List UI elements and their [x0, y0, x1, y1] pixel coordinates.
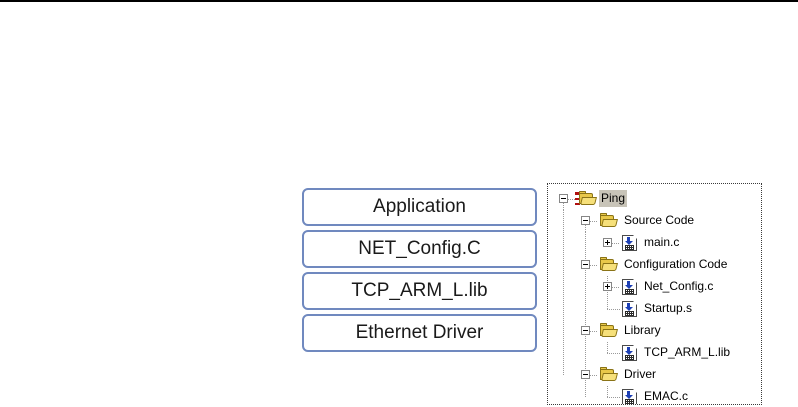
tree-node-label[interactable]: EMAC.c: [644, 389, 689, 403]
tree-guide-line: [590, 375, 598, 376]
source-file-icon: [622, 235, 637, 251]
tree-guide-line: [585, 232, 586, 254]
layer-box-ethernet-driver: Ethernet Driver: [302, 314, 537, 352]
tree-node-label[interactable]: Driver: [624, 367, 656, 381]
tree-row[interactable]: Configuration Code: [554, 254, 761, 276]
tree-node-label[interactable]: Startup.s: [644, 301, 693, 315]
top-divider-rule: [0, 0, 798, 2]
tree-guide-line: [563, 210, 564, 232]
source-file-icon: [622, 389, 637, 404]
tree-node-label[interactable]: main.c: [644, 235, 680, 249]
tree-node-label[interactable]: Library: [624, 323, 661, 337]
tree-node-label[interactable]: Source Code: [624, 213, 695, 227]
tree-guide-line: [563, 199, 564, 210]
tree-expander-expand[interactable]: [603, 282, 612, 291]
tree-guide-line: [590, 221, 598, 222]
tree-guide-line: [585, 342, 586, 364]
tree-guide-line: [607, 353, 620, 354]
tree-guide-line: [563, 254, 564, 276]
tree-expander-expand[interactable]: [603, 238, 612, 247]
tree-guide-line: [563, 276, 564, 298]
tree-expander-collapse[interactable]: [581, 260, 590, 269]
tree-row[interactable]: Library: [554, 320, 761, 342]
tree-guide-line: [590, 331, 598, 332]
tree-guide-line: [607, 309, 620, 310]
folder-open-icon: [600, 323, 618, 338]
layer-label: TCP_ARM_L.lib: [351, 280, 488, 301]
project-workspace-tree[interactable]: Ping Source Code main.c: [547, 183, 762, 405]
tree-guide-line: [563, 364, 564, 375]
tree-guide-line: [563, 342, 564, 364]
tree-guide-line: [563, 232, 564, 254]
tree-guide-line: [563, 298, 564, 320]
tree-guide-line: [607, 386, 608, 397]
layer-label: Application: [373, 196, 466, 217]
software-layer-stack: Application NET_Config.C TCP_ARM_L.lib E…: [302, 188, 537, 352]
source-file-icon: [622, 279, 637, 295]
tree-guide-line: [568, 199, 576, 200]
tree-row[interactable]: Ping: [554, 188, 761, 210]
tree-row[interactable]: EMAC.c: [554, 386, 761, 404]
folder-open-icon: [600, 213, 618, 228]
tree-node-label[interactable]: Net_Config.c: [644, 279, 714, 293]
tree-row[interactable]: Driver: [554, 364, 761, 386]
tree-expander-collapse[interactable]: [581, 326, 590, 335]
tree-guide-line: [585, 386, 586, 397]
tree-guide-line: [607, 298, 608, 309]
tree-row[interactable]: Net_Config.c: [554, 276, 761, 298]
tree-guide-line: [590, 265, 598, 266]
tree-node-label[interactable]: TCP_ARM_L.lib: [644, 345, 731, 359]
layer-label: NET_Config.C: [358, 238, 481, 259]
tree-expander-collapse[interactable]: [581, 370, 590, 379]
tree-row[interactable]: main.c: [554, 232, 761, 254]
tree-expander-collapse[interactable]: [581, 216, 590, 225]
target-folder-icon: [575, 191, 594, 207]
layer-box-application: Application: [302, 188, 537, 226]
tree-guide-line: [585, 298, 586, 320]
tree-node-label[interactable]: Ping: [599, 190, 628, 207]
layer-box-net-config: NET_Config.C: [302, 230, 537, 268]
tree-row[interactable]: TCP_ARM_L.lib: [554, 342, 761, 364]
tree-node-label[interactable]: Configuration Code: [624, 257, 728, 271]
tree-guide-line: [585, 276, 586, 298]
source-file-icon: [622, 345, 637, 361]
tree-guide-line: [585, 221, 586, 232]
tree-guide-line: [607, 397, 620, 398]
tree-guide-line: [563, 320, 564, 342]
source-file-icon: [622, 301, 637, 317]
target-folder-icon: [579, 191, 597, 206]
tree-guide-line: [612, 287, 620, 288]
tree-row[interactable]: Startup.s: [554, 298, 761, 320]
layer-box-tcp-arm-lib: TCP_ARM_L.lib: [302, 272, 537, 310]
tree-row[interactable]: Source Code: [554, 210, 761, 232]
folder-open-icon: [600, 257, 618, 272]
tree-guide-line: [612, 243, 620, 244]
layer-label: Ethernet Driver: [355, 322, 484, 343]
folder-open-icon: [600, 367, 618, 382]
tree-expander-collapse[interactable]: [559, 194, 568, 203]
tree-guide-line: [607, 342, 608, 353]
